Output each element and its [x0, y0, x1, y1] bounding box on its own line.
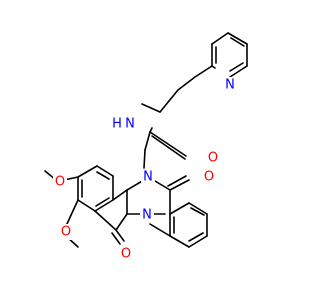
bond — [96, 165, 114, 177]
ring-nitrogen-bottom-label: N — [140, 207, 154, 223]
bond — [167, 175, 187, 187]
bond — [169, 235, 190, 248]
isoindolone-oxygen-label: O — [119, 246, 133, 262]
bond — [94, 210, 117, 231]
amide-oxygen-label: O — [206, 150, 220, 166]
bond — [77, 165, 98, 178]
molecule-structure: N H N O N O N O O — [44, 32, 248, 262]
bond — [227, 32, 248, 45]
bond — [211, 32, 229, 45]
bond-lines — [44, 32, 248, 248]
bond — [111, 232, 121, 245]
bond — [96, 171, 110, 180]
bond — [65, 199, 79, 227]
bond — [194, 65, 213, 78]
bond — [115, 229, 125, 242]
quinazolinone-oxygen-symbol: O — [204, 170, 214, 185]
bond — [141, 103, 161, 113]
ring-nitrogen-top-symbol: N — [143, 170, 153, 185]
bond — [94, 199, 114, 212]
bond — [188, 202, 208, 215]
bond — [188, 232, 204, 242]
bond — [151, 135, 186, 160]
bond — [188, 235, 208, 248]
pyridine-nitrogen-label: N — [223, 77, 237, 93]
amide-nitrogen-symbol: N — [125, 117, 135, 132]
methoxy-oxygen-upper-symbol: O — [55, 175, 65, 190]
bond — [159, 89, 179, 113]
bond — [169, 179, 190, 191]
bond — [177, 76, 196, 91]
bond — [95, 197, 110, 207]
bond — [77, 199, 96, 212]
isoindolone-oxygen-symbol: O — [121, 247, 131, 262]
bond — [112, 189, 128, 201]
ring-nitrogen-bottom-symbol: N — [142, 208, 152, 223]
methoxy-oxygen-upper-label: O — [53, 174, 67, 190]
bond — [169, 202, 190, 215]
atom-labels: N H N O N O N O O — [53, 77, 237, 262]
bond — [190, 207, 205, 216]
ring-nitrogen-top-label: N — [141, 169, 155, 185]
bond — [149, 131, 187, 157]
quinazolinone-oxygen-label: O — [202, 169, 216, 185]
bond — [144, 131, 151, 151]
amide-oxygen-symbol: O — [208, 151, 218, 166]
methoxy-oxygen-lower-symbol: O — [61, 225, 71, 240]
pyridine-nitrogen-symbol: N — [225, 78, 235, 93]
bond — [149, 223, 171, 237]
amide-nh-label: H N — [108, 116, 138, 132]
bond — [229, 62, 244, 72]
bond — [115, 213, 128, 231]
bond — [230, 37, 245, 47]
methoxy-oxygen-lower-label: O — [59, 224, 73, 240]
bond — [143, 149, 146, 169]
bond — [229, 65, 248, 78]
amide-hydrogen-symbol: H — [112, 117, 122, 132]
